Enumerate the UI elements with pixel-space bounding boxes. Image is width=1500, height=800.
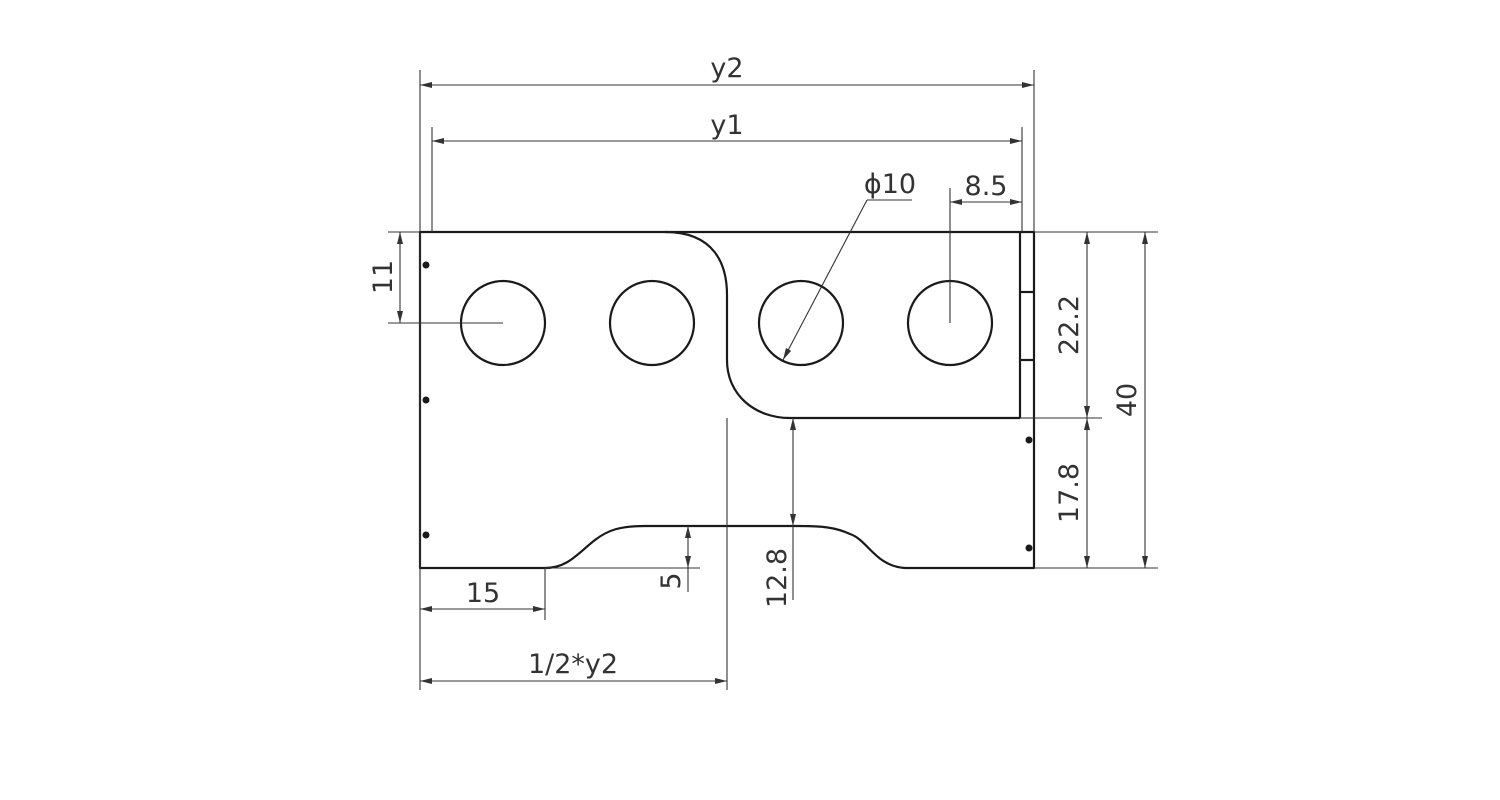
dim-leader-diameter bbox=[782, 199, 868, 361]
label-11: 11 bbox=[368, 260, 399, 294]
label-17-8: 17.8 bbox=[1054, 463, 1085, 523]
label-12-8: 12.8 bbox=[762, 548, 793, 608]
label-40: 40 bbox=[1112, 383, 1143, 417]
hole-2 bbox=[608, 279, 696, 367]
label-5: 5 bbox=[656, 572, 687, 589]
label-15: 15 bbox=[466, 578, 500, 609]
label-22-2: 22.2 bbox=[1054, 295, 1085, 355]
dot bbox=[1025, 544, 1033, 552]
dot bbox=[422, 531, 430, 539]
dimension-lines bbox=[397, 82, 1148, 684]
label-y2: y2 bbox=[710, 53, 743, 84]
inner-s-curve bbox=[664, 230, 1020, 420]
label-8-5: 8.5 bbox=[965, 171, 1008, 202]
dot bbox=[1025, 436, 1033, 444]
dimension-labels: y2 y1 ϕ10 8.5 11 22.2 40 17.8 12.8 5 15 … bbox=[368, 53, 1143, 680]
dot bbox=[422, 261, 430, 269]
label-half-y2: 1/2*y2 bbox=[528, 649, 618, 680]
hole-3 bbox=[757, 279, 845, 367]
label-y1: y1 bbox=[710, 110, 743, 141]
fastener-dots bbox=[422, 261, 1033, 552]
label-diameter: ϕ10 bbox=[864, 169, 916, 200]
extension-lines bbox=[388, 70, 1158, 690]
part-contour bbox=[418, 230, 1036, 570]
part-outline bbox=[418, 230, 1036, 570]
dot bbox=[422, 396, 430, 404]
